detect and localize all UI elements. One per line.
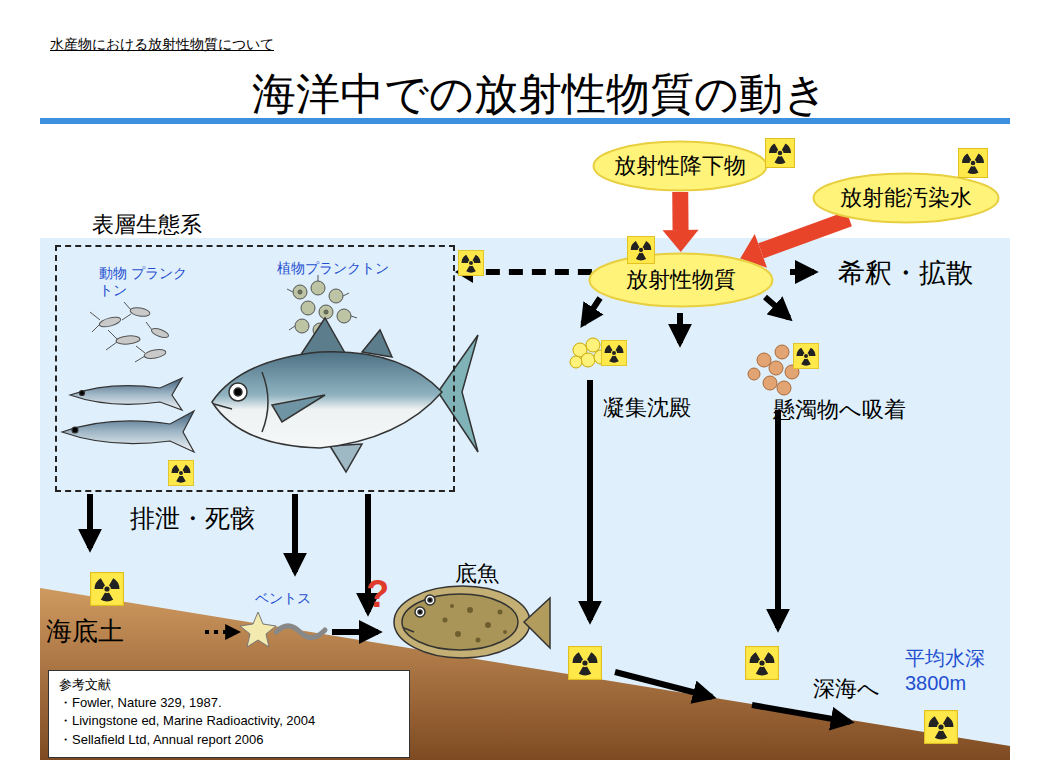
ellipse-shape (590, 254, 773, 307)
connector-shaft (672, 192, 688, 230)
radiation-icon (746, 647, 779, 680)
source-ellipse: 放射性降下物 (592, 140, 768, 192)
reference-entry: ・Livingstone ed, Marine Radioactivity, 2… (59, 712, 399, 730)
radiation-icon (91, 573, 124, 606)
node-label: 放射性物質 (626, 265, 736, 295)
radiation-icon (569, 647, 602, 680)
process-label: 懸濁物へ吸着 (773, 397, 906, 423)
organism-label: 動物 プランクトン (99, 265, 199, 299)
connector-arrow (663, 192, 699, 252)
radiation-icon (925, 711, 958, 744)
radiation-icon (601, 340, 626, 365)
ellipse-shape (814, 174, 999, 223)
radiation-icon (793, 343, 818, 368)
flow-arrows (90, 272, 850, 722)
reference-box: 参考文献・Fowler, Nature 329, 1987.・Livingsto… (48, 670, 410, 758)
reference-heading: 参考文献 (59, 676, 399, 694)
node-label: 放射能汚染水 (840, 183, 972, 213)
organism-label: 植物プランクトン (277, 260, 389, 277)
sardine-fish (62, 378, 194, 452)
ecosystem-group: 表層生態系動物 プランクトン植物プランクトン (55, 245, 455, 492)
radiation-icon (168, 460, 193, 485)
question-mark: ? (366, 572, 389, 618)
sea-water (40, 238, 1010, 760)
diagram-title: 海洋中での放射性物質の動き (40, 68, 1039, 121)
flatfish (394, 586, 550, 658)
radiation-icon (458, 250, 483, 275)
connector-shaft (761, 219, 849, 251)
radiation-icon (766, 139, 795, 168)
substance-ellipse: 放射性物質 (588, 252, 774, 308)
process-label: 希釈・拡散 (838, 257, 973, 289)
dotted-arrow (205, 630, 238, 634)
tuna-fish (212, 318, 478, 472)
connector-arrow (455, 261, 592, 283)
radiation-icon (627, 236, 654, 263)
reference-entry: ・Sellafield Ltd, Annual report 2006 (59, 731, 399, 749)
connector-head (663, 230, 699, 252)
organism-label: ベントス (255, 590, 311, 607)
header-note: 水産物における放射性物質について (50, 36, 274, 53)
connector-shaft (473, 269, 592, 275)
reference-entry: ・Fowler, Nature 329, 1987. (59, 694, 399, 712)
process-label: 排泄・死骸 (130, 503, 255, 533)
ellipse-shape (594, 142, 767, 191)
source-ellipse: 放射能汚染水 (812, 172, 1000, 224)
process-label: 凝集沈殿 (603, 395, 691, 421)
aggregate-particles (570, 338, 608, 368)
zooplankton (90, 302, 170, 362)
title-rule (40, 118, 1010, 124)
group-heading: 表層生態系 (92, 212, 202, 238)
place-label: 深海へ (813, 676, 880, 702)
radiation-icon (959, 149, 988, 178)
suspended-particles (748, 345, 799, 395)
place-label: 海底土 (46, 616, 124, 647)
organism-label: 底魚 (455, 561, 499, 587)
connector-arrow (740, 219, 849, 268)
connector-head (455, 261, 473, 283)
depth-label: 平均水深 3800m (905, 646, 1001, 696)
node-label: 放射性降下物 (614, 151, 746, 181)
benthos (240, 612, 325, 647)
